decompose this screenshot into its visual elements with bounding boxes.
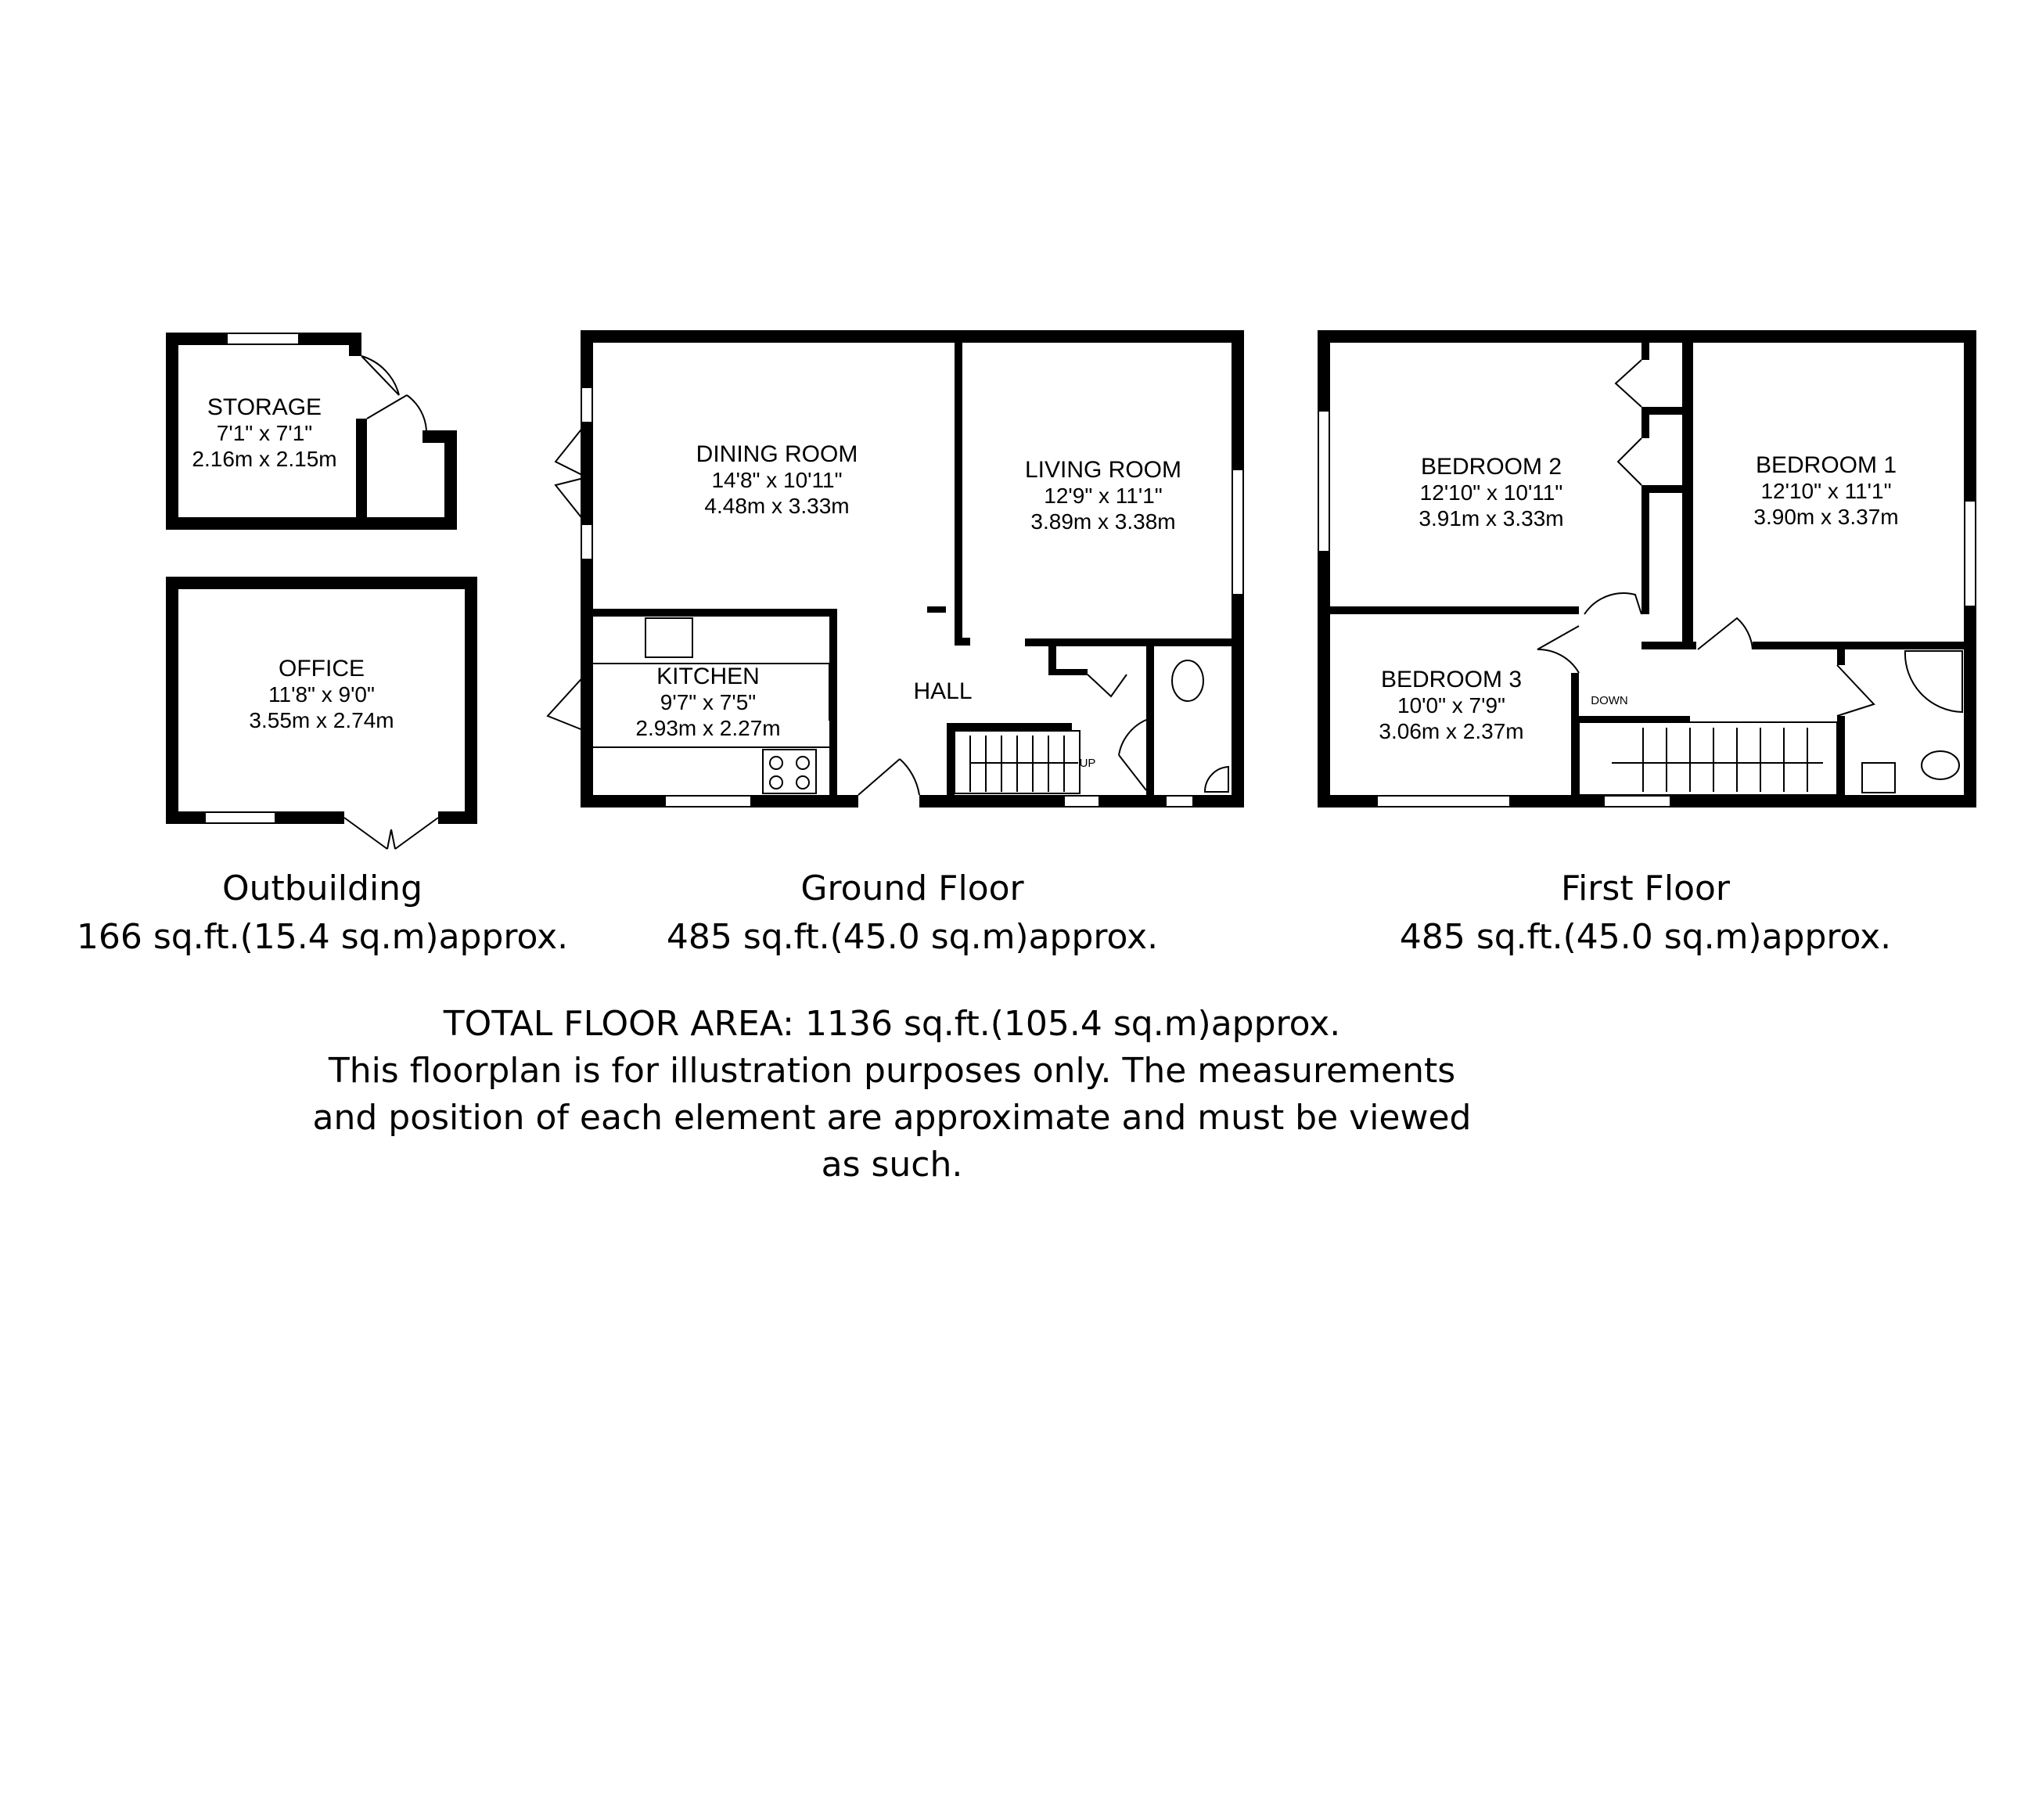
bedroom2-dim-imperial: 12'10" x 10'11" bbox=[1420, 480, 1563, 505]
dining-room-name: DINING ROOM bbox=[696, 441, 858, 467]
office-dim-metric: 3.55m x 2.74m bbox=[249, 708, 394, 732]
bedroom3-dim-imperial: 10'0" x 7'9" bbox=[1397, 693, 1505, 718]
cupboard-door-swing bbox=[1087, 674, 1127, 698]
first-floor-area: 485 sq.ft.(45.0 sq.m)approx. bbox=[1400, 917, 1891, 957]
bedroom2-door-swing bbox=[1584, 592, 1642, 615]
hob-icon bbox=[762, 749, 817, 794]
office-dim-imperial: 11'8" x 9'0" bbox=[268, 682, 375, 707]
dining-room-dim-metric: 4.48m x 3.33m bbox=[704, 494, 849, 518]
bedroom1-window bbox=[1964, 500, 1976, 607]
bedroom1-dim-imperial: 12'10" x 11'1" bbox=[1760, 479, 1891, 503]
kitchen-dim-metric: 2.93m x 2.27m bbox=[635, 716, 780, 740]
bedroom3-dim-metric: 3.06m x 2.37m bbox=[1379, 719, 1523, 743]
dining-room-dim-imperial: 14'8" x 10'11" bbox=[711, 468, 842, 492]
front-door-swing bbox=[858, 758, 920, 796]
kitchen-name: KITCHEN bbox=[656, 664, 760, 689]
storage-dim-metric: 2.16m x 2.15m bbox=[192, 447, 336, 471]
storage-walls bbox=[166, 333, 457, 530]
disclaimer-line-3: as such. bbox=[822, 1145, 963, 1185]
kitchen-window bbox=[664, 795, 752, 807]
office-name: OFFICE bbox=[279, 656, 365, 682]
wc-door-swing bbox=[1118, 719, 1147, 791]
bedroom2-dim-metric: 3.91m x 3.33m bbox=[1419, 506, 1563, 531]
hall-window bbox=[1063, 795, 1100, 807]
bedroom3-door-swing bbox=[1537, 625, 1580, 674]
landing-window bbox=[1603, 795, 1671, 807]
wc-toilet-icon bbox=[1171, 660, 1204, 702]
bathroom-basin-icon bbox=[1861, 762, 1896, 793]
fridge-icon bbox=[829, 664, 836, 721]
ground-floor-title: Ground Floor bbox=[800, 869, 1024, 908]
storage-inner-door-swing bbox=[366, 394, 427, 431]
closet-door-lower bbox=[1616, 437, 1642, 486]
wc-basin-icon bbox=[1203, 765, 1229, 793]
dining-window-upper bbox=[581, 387, 593, 423]
living-window bbox=[1232, 469, 1244, 595]
bedroom2-window bbox=[1318, 410, 1330, 552]
outbuilding-title: Outbuilding bbox=[222, 869, 422, 908]
storage-dim-imperial: 7'1" x 7'1" bbox=[217, 421, 312, 445]
dining-french-doors bbox=[554, 422, 588, 525]
closet-door-upper bbox=[1614, 359, 1642, 408]
living-room-dim-metric: 3.89m x 3.38m bbox=[1030, 509, 1175, 534]
kitchen-sink-icon bbox=[645, 617, 693, 658]
outbuilding-plan bbox=[166, 333, 477, 850]
office-window bbox=[204, 811, 276, 824]
kitchen-dim-imperial: 9'7" x 7'5" bbox=[660, 690, 756, 714]
shower-tray-icon bbox=[1904, 650, 1963, 714]
storage-window bbox=[226, 333, 300, 345]
storage-name: STORAGE bbox=[207, 394, 322, 420]
office-french-doors bbox=[343, 817, 439, 850]
living-room-dim-imperial: 12'9" x 11'1" bbox=[1044, 484, 1162, 508]
bedroom3-name: BEDROOM 3 bbox=[1381, 667, 1522, 692]
bathroom-door-swing bbox=[1836, 664, 1875, 717]
kitchen-door-swing bbox=[546, 672, 588, 732]
dining-window-lower bbox=[581, 523, 593, 560]
bathroom-toilet-icon bbox=[1921, 750, 1960, 780]
disclaimer-line-2: and position of each element are approxi… bbox=[313, 1098, 1472, 1138]
stairs-down-label: DOWN bbox=[1591, 694, 1628, 707]
bedroom2-name: BEDROOM 2 bbox=[1421, 454, 1562, 480]
first-floor-title: First Floor bbox=[1561, 869, 1731, 908]
ground-stairs bbox=[954, 730, 1081, 794]
ground-floor-plan bbox=[546, 330, 1244, 807]
first-floor-plan bbox=[1318, 330, 1976, 807]
wc-window bbox=[1165, 795, 1194, 807]
stairs-up-label: UP bbox=[1080, 757, 1096, 770]
outbuilding-area: 166 sq.ft.(15.4 sq.m)approx. bbox=[77, 917, 568, 957]
total-floor-area: TOTAL FLOOR AREA: 1136 sq.ft.(105.4 sq.m… bbox=[443, 1004, 1341, 1044]
bedroom1-door-swing bbox=[1697, 617, 1753, 650]
storage-door-swing bbox=[361, 355, 400, 396]
bedroom3-window bbox=[1376, 795, 1511, 807]
bedroom1-dim-metric: 3.90m x 3.37m bbox=[1753, 505, 1898, 529]
disclaimer-line-1: This floorplan is for illustration purpo… bbox=[328, 1051, 1455, 1091]
living-room-name: LIVING ROOM bbox=[1025, 457, 1181, 483]
bedroom1-name: BEDROOM 1 bbox=[1756, 452, 1897, 478]
hall-name: HALL bbox=[913, 678, 972, 704]
first-floor-stairs bbox=[1578, 721, 1838, 796]
ground-floor-area: 485 sq.ft.(45.0 sq.m)approx. bbox=[667, 917, 1158, 957]
